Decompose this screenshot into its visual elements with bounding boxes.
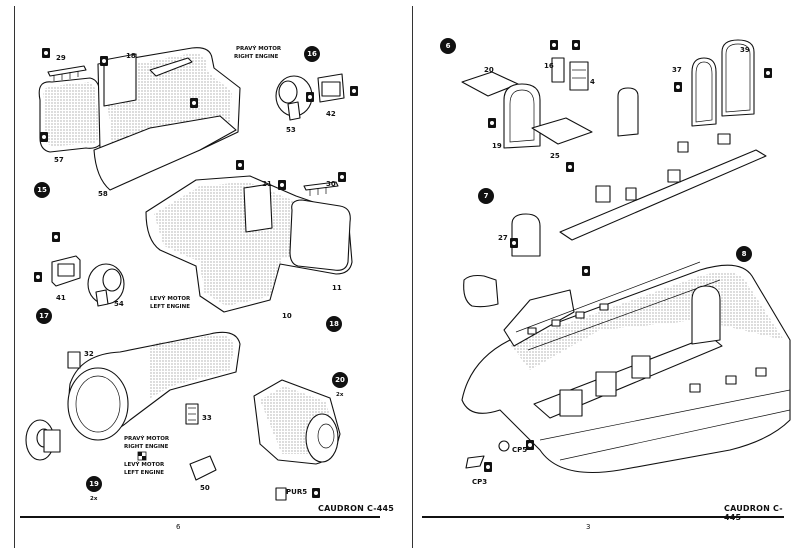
part-label: 19	[492, 142, 502, 150]
left-page-diagram: 29 18 57 58 21 30 11 41 54 53 42 10 32 3…	[25, 45, 358, 502]
engine-caption-en: LEFT ENGINE	[124, 470, 164, 476]
glue-icon	[566, 162, 574, 172]
engine-caption-en: LEFT ENGINE	[150, 304, 190, 310]
svg-text:19: 19	[89, 480, 99, 488]
footer-title: CAUDRON C-445	[318, 504, 395, 513]
step-badge: 18	[326, 316, 342, 332]
glue-icon	[236, 160, 244, 170]
engine-caption-cz: LEVÝ MOTOR	[150, 295, 191, 302]
glue-icon	[526, 440, 534, 450]
glue-icon	[34, 272, 42, 282]
part-label: 21	[262, 180, 272, 188]
engine-caption-cz: LEVÝ MOTOR	[124, 461, 165, 468]
part-label: 58	[98, 190, 108, 198]
part-label: 18	[126, 52, 136, 60]
part-label: 29	[56, 54, 66, 62]
step-badge: 19	[86, 476, 102, 492]
part-label: 32	[84, 350, 94, 358]
step-badge: 17	[36, 308, 52, 324]
part-label: PUR5	[286, 488, 307, 496]
footer-title: CAUDRON C-445	[724, 504, 783, 522]
svg-text:7: 7	[484, 192, 489, 200]
nacelle-right-bottom-assembly	[189, 379, 341, 501]
svg-text:17: 17	[39, 312, 49, 320]
glue-icon	[674, 82, 682, 92]
glue-icon	[278, 180, 286, 190]
glue-icon	[350, 86, 358, 96]
glue-icon	[572, 40, 580, 50]
glue-icon	[100, 56, 108, 66]
step-badge: 8	[736, 246, 752, 262]
part-label: CP3	[472, 478, 487, 486]
part-label: 54	[114, 300, 124, 308]
glue-icon	[484, 462, 492, 472]
part-label: 57	[54, 156, 64, 164]
glue-icon	[312, 488, 320, 498]
svg-text:18: 18	[329, 320, 339, 328]
part-label: 50	[200, 484, 210, 492]
engine-caption-cz: PRAVÝ MOTOR	[236, 45, 282, 52]
part-label: CP5	[512, 446, 527, 454]
part-label: 20	[484, 66, 494, 74]
part-label: 41	[56, 294, 66, 302]
left-page: 29 18 57 58 21 30 11 41 54 53 42 10 32 3…	[14, 6, 395, 548]
step-badge: 20	[332, 372, 348, 388]
part-label: 53	[286, 126, 296, 134]
part-label: 4	[590, 78, 595, 86]
glue-icon	[582, 266, 590, 276]
part-label: 33	[202, 414, 212, 422]
svg-text:16: 16	[307, 50, 317, 58]
svg-text:8: 8	[742, 250, 747, 258]
step-badge: 7	[478, 188, 494, 204]
part-label: 11	[332, 284, 342, 292]
part-label: 37	[672, 66, 682, 74]
glue-icon	[42, 48, 50, 58]
glue-icon	[190, 98, 198, 108]
right-page: 16 4 20 39 37 19 25 27 CP5 CP3 6 7 8	[400, 0, 800, 556]
glue-icon	[510, 238, 518, 248]
glue-icon	[550, 40, 558, 50]
engine-caption-cz: PRAVÝ MOTOR	[124, 435, 170, 442]
part-label: 30	[326, 180, 336, 188]
svg-text:6: 6	[446, 42, 451, 50]
svg-text:15: 15	[37, 186, 47, 194]
part-label: 27	[498, 234, 508, 242]
part-label: 25	[550, 152, 560, 160]
step-multiplier: 2x	[90, 496, 98, 502]
left-page-margin-line	[14, 6, 15, 548]
step-badge: 6	[440, 38, 456, 54]
part-label: 16	[544, 62, 554, 70]
nacelle-top-assembly	[38, 47, 241, 191]
engine-caption-en: RIGHT ENGINE	[124, 444, 169, 450]
engine-caption-en: RIGHT ENGINE	[234, 54, 279, 60]
glue-icon	[40, 132, 48, 142]
engine-parts-41-54	[51, 255, 125, 307]
part-label: 42	[326, 110, 336, 118]
step-badge: 16	[304, 46, 320, 62]
glue-icon	[764, 68, 772, 78]
step-badge: 15	[34, 182, 50, 198]
fuselage-step8	[461, 261, 791, 473]
glue-icon	[52, 232, 60, 242]
svg-text:20: 20	[335, 376, 345, 384]
page-number: 3	[586, 523, 591, 531]
right-page-margin-line	[412, 6, 413, 548]
nacelle-bottom-assembly	[25, 331, 241, 461]
glue-icon	[488, 118, 496, 128]
part-label: 10	[282, 312, 292, 320]
part-label: 39	[740, 46, 750, 54]
nacelle-middle-assembly	[145, 175, 353, 313]
right-page-diagram: 16 4 20 39 37 19 25 27 CP5 CP3 6 7 8	[440, 38, 791, 486]
step-multiplier: 2x	[336, 392, 344, 398]
footer-rule	[20, 516, 380, 518]
footer-rule	[422, 516, 784, 518]
glue-icon	[338, 172, 346, 182]
cabin-parts-step6	[461, 39, 767, 257]
engine-parts-53-42	[275, 73, 345, 121]
glue-icon	[306, 92, 314, 102]
page-number: 6	[176, 523, 181, 531]
